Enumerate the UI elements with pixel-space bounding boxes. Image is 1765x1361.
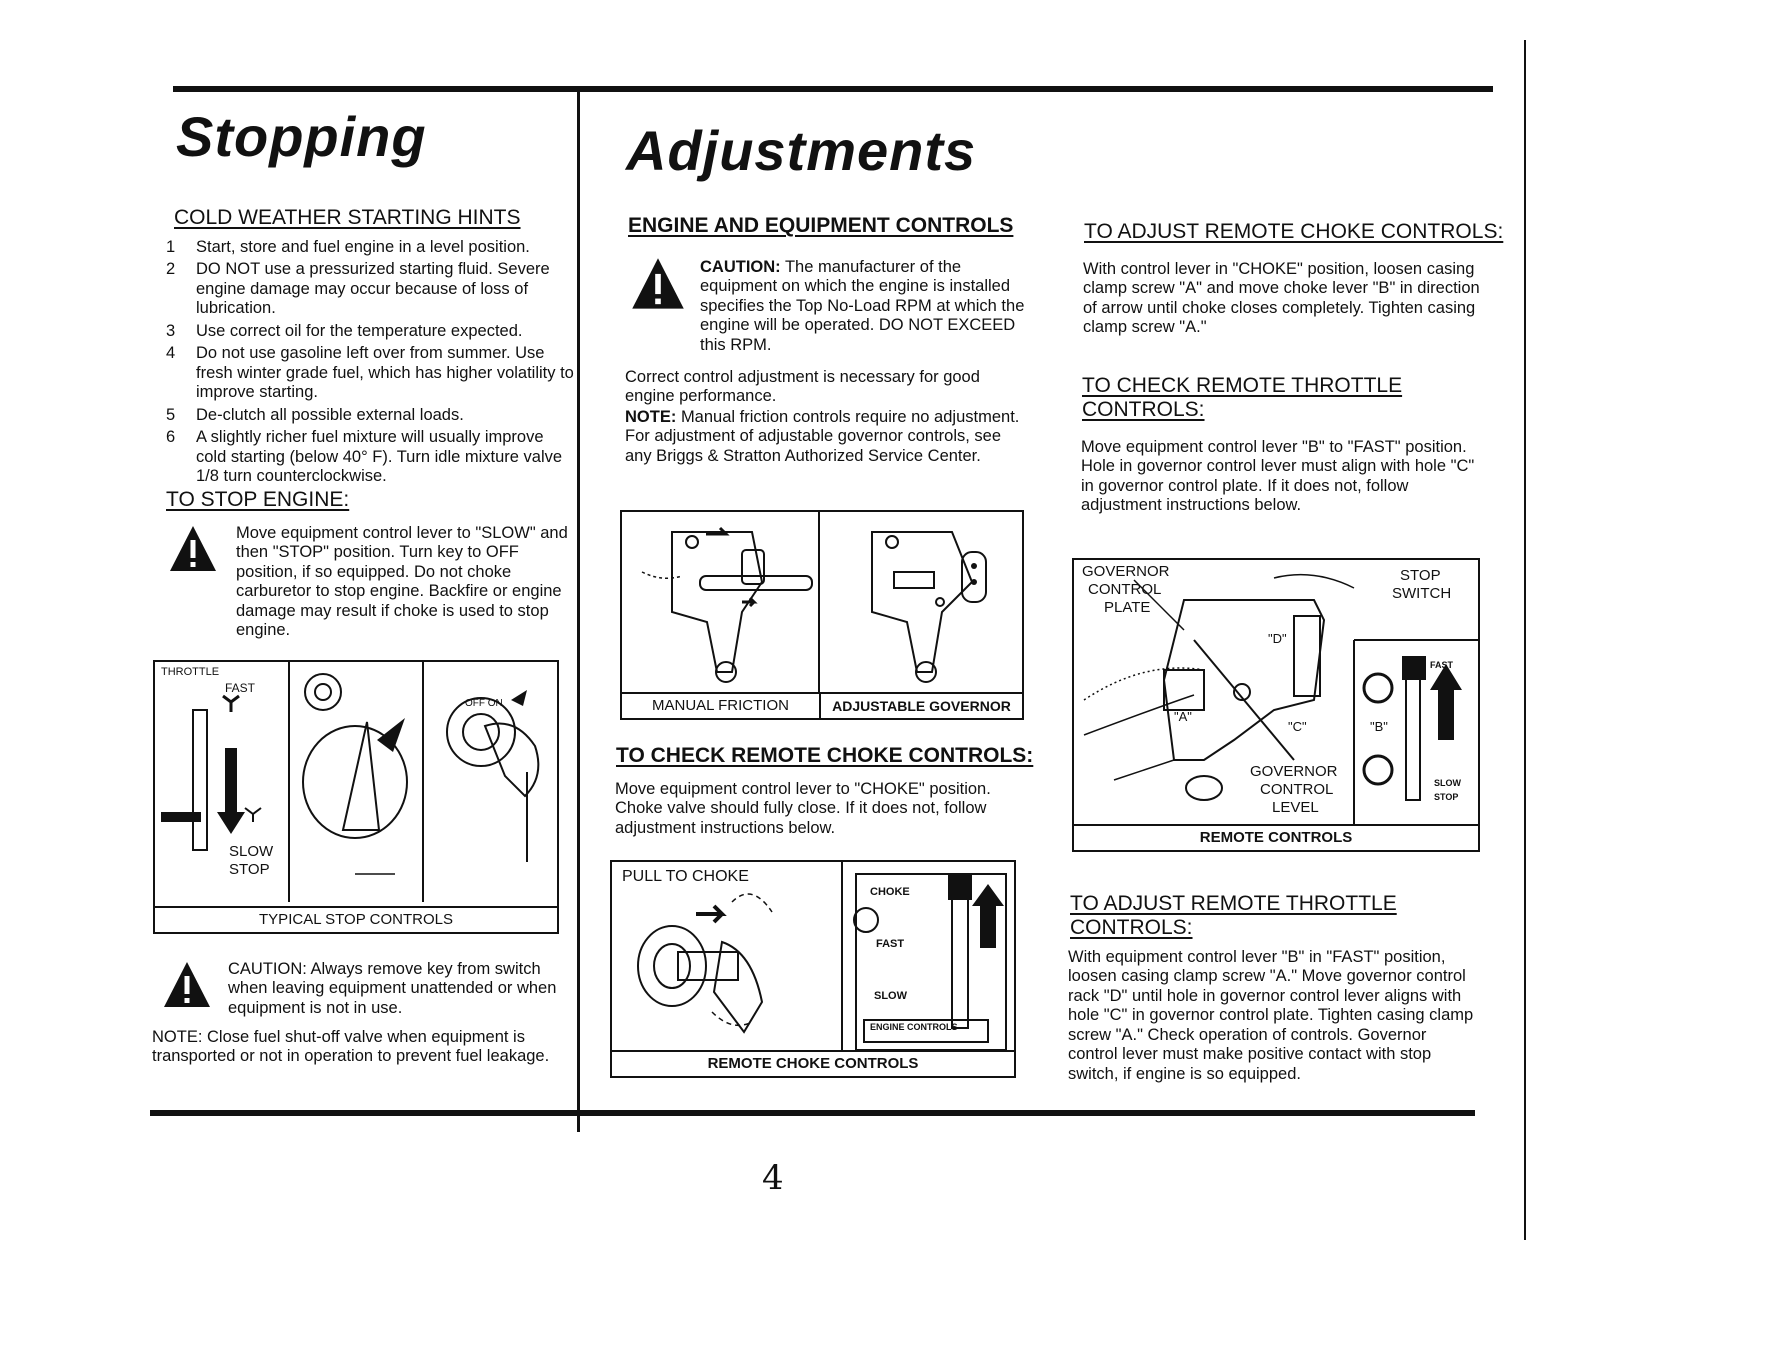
figure-caption: TYPICAL STOP CONTROLS (155, 906, 557, 932)
governor-lever-label-3: LEVEL (1272, 799, 1319, 816)
governor-lever-label-1: GOVERNOR (1250, 763, 1338, 780)
cold-weather-heading: COLD WEATHER STARTING HINTS (174, 206, 521, 229)
adjustments-title: Adjustments (626, 119, 977, 182)
label-a: "A" (1174, 709, 1192, 724)
note-fuel-text: NOTE: Close fuel shut-off valve when equ… (152, 1028, 550, 1066)
stopping-title: Stopping (176, 105, 427, 168)
adjust-throttle-heading: TO ADJUST REMOTE THROTTLE CONTROLS: (1070, 892, 1397, 940)
stop-label: STOP (1434, 792, 1459, 802)
top-rule (173, 86, 1493, 92)
adjust-choke-heading: TO ADJUST REMOTE CHOKE CONTROLS: (1084, 220, 1504, 243)
slow-label: SLOW (1434, 778, 1461, 788)
stop-engine-text: Move equipment control lever to "SLOW" a… (236, 524, 568, 640)
label-d: "D" (1268, 631, 1287, 646)
off-on-label: OFF ON (465, 698, 503, 709)
stop-engine-heading: TO STOP ENGINE: (166, 488, 350, 511)
stop-controls-illustration (161, 662, 540, 902)
remote-choke-controls-figure: PULL TO CHOKE CHOKE FAST SLOW ENGINE CON… (610, 860, 1016, 1078)
check-choke-heading: TO CHECK REMOTE CHOKE CONTROLS: (616, 744, 1034, 767)
fast-label: FAST (876, 938, 905, 950)
adjust-throttle-text: With equipment control lever "B" in "FAS… (1068, 948, 1474, 1083)
fast-label: FAST (225, 681, 256, 695)
caution-key-text: CAUTION: Always remove key from switch w… (228, 960, 557, 1017)
controls-illustration (641, 512, 987, 692)
slow-label: SLOW (874, 990, 907, 1002)
pull-to-choke-label: PULL TO CHOKE (622, 868, 749, 885)
throttle-label: THROTTLE (161, 666, 220, 678)
typical-stop-controls-figure: THROTTLE FAST SLOW STOP OFF ON TYPICAL S… (153, 660, 559, 934)
slow-label: SLOW (229, 843, 274, 860)
governor-plate-label-1: GOVERNOR (1082, 563, 1170, 580)
check-choke-text: Move equipment control lever to "CHOKE" … (615, 780, 991, 837)
right-edge-line (1524, 40, 1526, 1240)
stop-switch-label-2: SWITCH (1392, 585, 1452, 602)
governor-plate-label-2: CONTROL (1088, 581, 1162, 598)
caution-rpm-text: CAUTION: The manufacturer of the equipme… (700, 258, 1025, 354)
remote-controls-figure: GOVERNOR CONTROL PLATE STOP SWITCH "D" "… (1072, 558, 1480, 852)
engine-controls-label: ENGINE CONTROLS (870, 1022, 958, 1032)
label-c: "C" (1288, 719, 1307, 734)
figure-caption: REMOTE CONTROLS (1074, 824, 1478, 850)
bottom-rule (150, 1110, 1475, 1116)
page-number: 4 (762, 1158, 784, 1198)
governor-lever-label-2: CONTROL (1260, 781, 1334, 798)
friction-note-text: NOTE: Manual friction controls require n… (625, 408, 1020, 465)
caption-manual-friction: MANUAL FRICTION (622, 692, 821, 718)
engine-controls-figure: MANUAL FRICTION ADJUSTABLE GOVERNOR (620, 510, 1024, 720)
warning-icon (164, 962, 210, 1007)
choke-illustration (637, 862, 1007, 1050)
adjust-choke-text: With control lever in "CHOKE" position, … (1083, 260, 1480, 337)
remote-controls-illustration (1083, 573, 1478, 824)
caption-adjustable-governor: ADJUSTABLE GOVERNOR (821, 692, 1022, 718)
choke-label: CHOKE (870, 886, 910, 898)
engine-controls-heading: ENGINE AND EQUIPMENT CONTROLS (628, 214, 1014, 237)
governor-plate-label-3: PLATE (1104, 599, 1151, 616)
stop-label: STOP (229, 861, 270, 878)
column-divider (577, 92, 580, 1132)
warning-icon (170, 526, 216, 571)
fast-label: FAST (1430, 660, 1454, 670)
check-throttle-heading: TO CHECK REMOTE THROTTLE CONTROLS: (1082, 374, 1403, 422)
control-adjustment-text: Correct control adjustment is necessary … (625, 368, 980, 406)
warning-icon (632, 258, 684, 309)
stop-switch-label-1: STOP (1400, 567, 1441, 584)
figure-caption: REMOTE CHOKE CONTROLS (612, 1050, 1014, 1076)
label-b: "B" (1370, 719, 1388, 734)
check-throttle-text: Move equipment control lever "B" to "FAS… (1081, 438, 1475, 515)
